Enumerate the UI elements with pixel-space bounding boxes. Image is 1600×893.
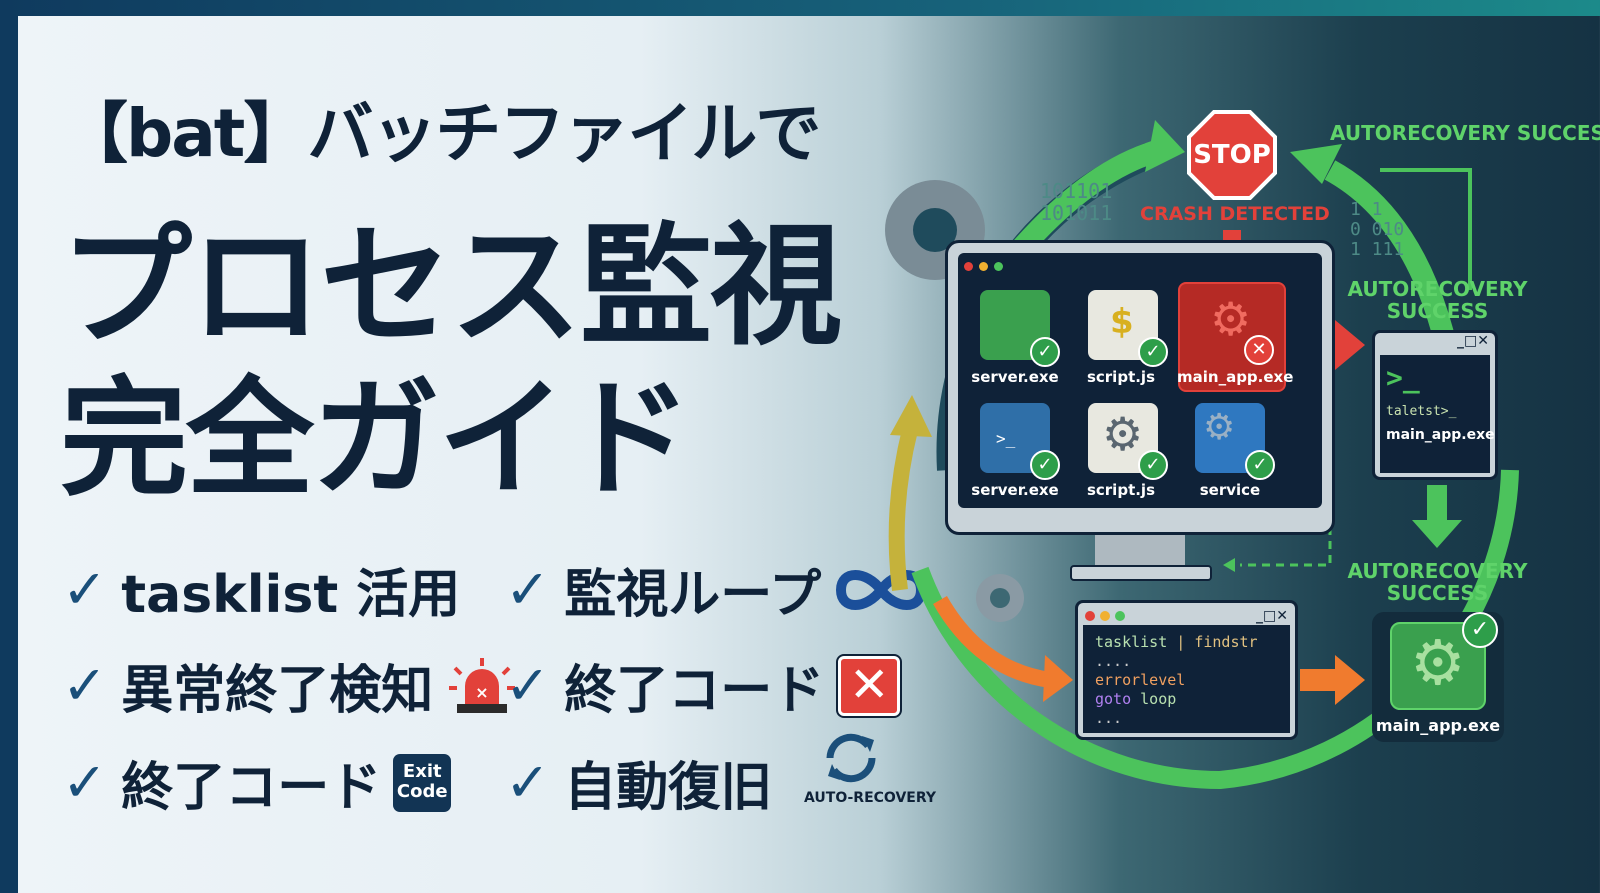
- monitor-stand: [1095, 535, 1185, 570]
- feature-monitor-loop: ✓ 監視ループ: [505, 552, 931, 627]
- check-badge-icon: ✓: [1138, 450, 1168, 480]
- badge-line: Code: [396, 780, 448, 802]
- feature-label: 監視ループ: [564, 565, 822, 625]
- window-controls: _□✕: [1457, 333, 1489, 349]
- window-controls: [964, 262, 1003, 271]
- infinity-icon: [836, 569, 927, 610]
- feature-label: 終了コード: [564, 661, 825, 721]
- terminal-prompt: >_: [1386, 361, 1420, 394]
- red-x-icon: ✕: [838, 655, 901, 716]
- feature-crash-detect: ✓ 異常終了検知 ×: [62, 648, 517, 723]
- check-icon: ✓: [505, 654, 551, 717]
- check-icon: ✓: [62, 654, 108, 717]
- feature-label: tasklist 活用: [121, 565, 461, 625]
- recovered-app-tile: ⚙ ✓ main_app.exe: [1372, 612, 1504, 742]
- code-token: loop: [1140, 690, 1177, 708]
- code-line: ...: [1095, 709, 1123, 727]
- autorecovery-label: AUTORECOVERY SUCCESS: [1330, 121, 1600, 145]
- monitor-base: [1070, 565, 1212, 581]
- stop-sign: STOP: [1193, 140, 1271, 170]
- check-badge-icon: ✓: [1030, 450, 1060, 480]
- app-label: script.js: [1086, 481, 1156, 499]
- window-controls: _□✕: [1078, 603, 1295, 629]
- code-token: tasklist: [1095, 633, 1168, 651]
- crash-detected-label: CRASH DETECTED: [1140, 203, 1330, 225]
- check-icon: ✓: [505, 751, 551, 814]
- title-line-1: 【bat】バッチファイルで: [62, 95, 821, 172]
- autorecovery-label: AUTORECOVERY SUCCESS: [1347, 277, 1528, 323]
- check-icon: ✓: [505, 558, 551, 621]
- code-token: findstr: [1194, 633, 1258, 651]
- binary-row: 101101: [1040, 179, 1113, 203]
- app-label: server.exe: [971, 368, 1059, 386]
- title-line-2: プロセス監視: [60, 210, 842, 364]
- check-icon: ✓: [62, 558, 108, 621]
- terminal-line: main_app.exe: [1386, 427, 1495, 443]
- frame-border-left: [0, 0, 18, 893]
- code-token: |: [1176, 633, 1186, 651]
- check-badge-icon: ✓: [1030, 337, 1060, 367]
- check-badge-icon: ✓: [1462, 612, 1498, 648]
- app-label: service: [1199, 481, 1261, 499]
- badge-line: Exit: [402, 760, 442, 782]
- feature-label: 自動復旧: [564, 758, 773, 818]
- check-badge-icon: ✓: [1245, 450, 1275, 480]
- feature-exit-code: ✓ 終了コード ✕: [505, 648, 901, 723]
- binary-row: 101011: [1040, 201, 1113, 225]
- app-label: main_app.exe: [1177, 368, 1294, 386]
- app-label: script.js: [1086, 368, 1156, 386]
- code-line: errorlevel: [1095, 671, 1186, 689]
- refresh-icon: [826, 733, 876, 783]
- check-icon: ✓: [62, 751, 108, 814]
- binary-row: 1 111: [1350, 239, 1405, 260]
- feature-tasklist: ✓ tasklist 活用: [62, 552, 460, 627]
- error-badge-icon: ✕: [1244, 335, 1274, 365]
- batch-terminal-window: _□✕ tasklist | findstr .... errorlevel g…: [1075, 600, 1298, 740]
- binary-row: 0 010: [1350, 219, 1405, 240]
- frame-border-top: [0, 0, 1600, 16]
- feature-auto-recovery: ✓ 自動復旧: [505, 745, 772, 820]
- svg-text:×: ×: [476, 683, 489, 702]
- siren-icon: ×: [449, 657, 516, 713]
- binary-row: 1 1: [1350, 199, 1383, 220]
- app-label: server.exe: [971, 481, 1059, 499]
- recovery-terminal-window: _□✕ >_ taletst>_ main_app.exe: [1372, 330, 1498, 480]
- auto-recovery-caption: AUTO-RECOVERY: [804, 790, 936, 806]
- code-token: goto: [1095, 690, 1132, 708]
- code-line: ....: [1095, 652, 1132, 670]
- title-line-3: 完全ガイド: [60, 365, 692, 514]
- check-badge-icon: ✓: [1138, 337, 1168, 367]
- terminal-line: taletst>_: [1386, 404, 1457, 419]
- feature-label: 異常終了検知: [121, 661, 434, 721]
- autorecovery-label: AUTORECOVERY SUCCESS: [1347, 559, 1528, 605]
- recovered-app-label: main_app.exe: [1375, 716, 1501, 735]
- feature-label: 終了コード: [121, 758, 382, 818]
